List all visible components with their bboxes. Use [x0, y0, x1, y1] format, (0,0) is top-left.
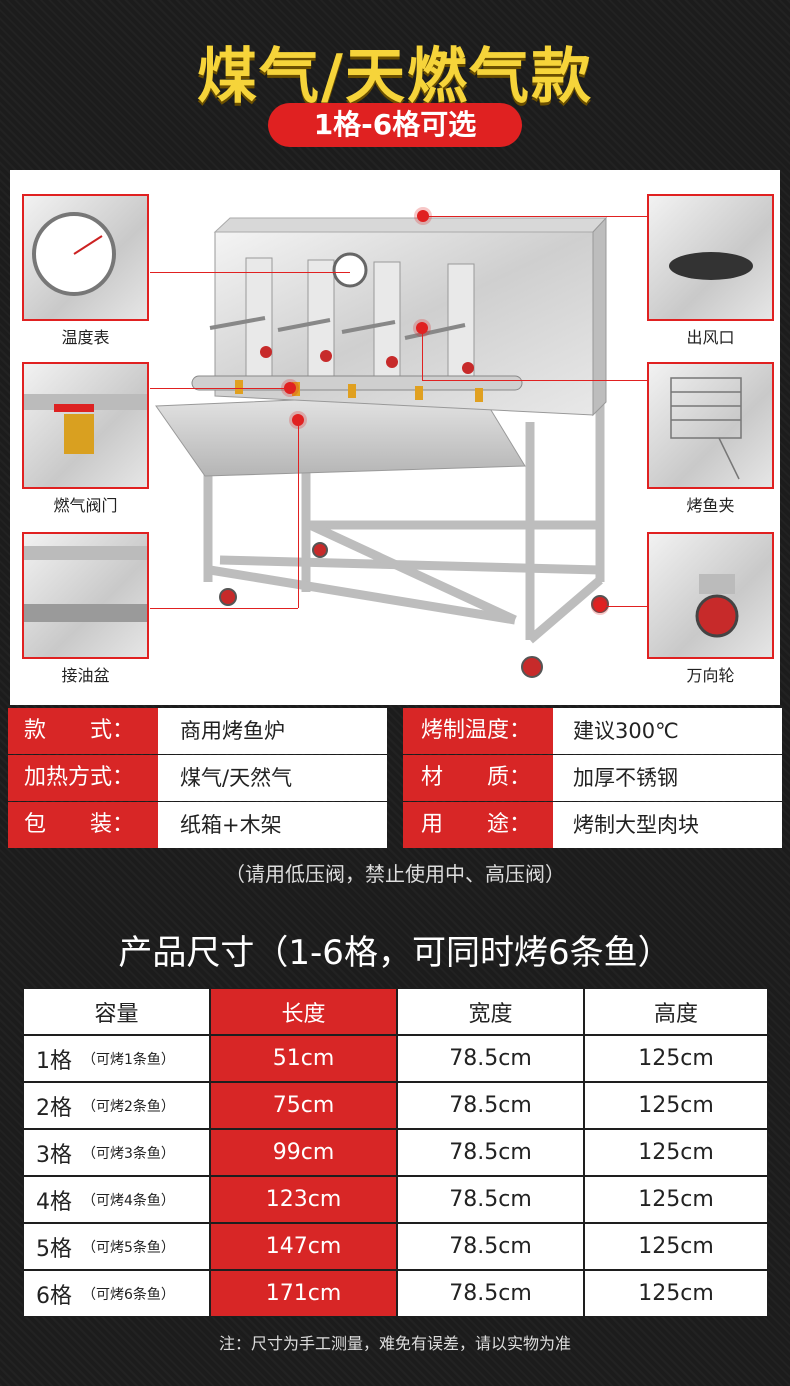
spec-key: 款 式：	[8, 708, 158, 754]
length-cell: 75cm	[210, 1082, 397, 1129]
gas-valve-detail	[22, 362, 149, 489]
header-width: 宽度	[397, 988, 584, 1035]
callout-line-vent	[424, 216, 648, 217]
height-cell: 125cm	[584, 1270, 768, 1317]
product-image-panel: 温度表 出风口 燃气阀门 烤鱼夹 接油盆	[10, 170, 780, 705]
marker-dot	[594, 600, 606, 612]
callout-line-tray	[150, 608, 298, 609]
callout-line-caster	[600, 606, 648, 607]
length-cell: 147cm	[210, 1223, 397, 1270]
header-length: 长度	[210, 988, 397, 1035]
callout-line-thermometer	[150, 272, 350, 273]
capacity-cell: 3格（可烤3条鱼）	[23, 1129, 210, 1176]
spec-value: 商用烤鱼炉	[158, 708, 387, 754]
spec-row: 包 装： 纸箱+木架 用 途： 烤制大型肉块	[8, 802, 782, 848]
spec-key: 材 质：	[403, 755, 553, 801]
marker-dot	[417, 210, 429, 222]
fish-clip-detail	[647, 362, 774, 489]
width-cell: 78.5cm	[397, 1082, 584, 1129]
roaster-illustration	[155, 216, 609, 678]
height-cell: 125cm	[584, 1223, 768, 1270]
height-cell: 125cm	[584, 1082, 768, 1129]
valve-note: （请用低压阀，禁止使用中、高压阀）	[225, 862, 565, 886]
spec-row: 加热方式： 煤气/天然气 材 质： 加厚不锈钢	[8, 755, 782, 801]
marker-dot	[284, 382, 296, 394]
length-cell: 51cm	[210, 1035, 397, 1082]
size-table: 容量 长度 宽度 高度 1格（可烤1条鱼） 51cm 78.5cm 125cm …	[23, 988, 768, 1317]
length-cell: 99cm	[210, 1129, 397, 1176]
table-row: 3格（可烤3条鱼） 99cm 78.5cm 125cm	[23, 1129, 768, 1176]
table-row: 5格（可烤5条鱼） 147cm 78.5cm 125cm	[23, 1223, 768, 1270]
height-cell: 125cm	[584, 1129, 768, 1176]
gas-valve-label: 燃气阀门	[53, 496, 118, 515]
table-row: 2格（可烤2条鱼） 75cm 78.5cm 125cm	[23, 1082, 768, 1129]
page-title: 煤气/天燃气款	[197, 42, 593, 112]
vent-label: 出风口	[686, 328, 735, 347]
capacity-cell: 5格（可烤5条鱼）	[23, 1223, 210, 1270]
callout-line-clip-v	[422, 328, 423, 380]
capacity-cell: 4格（可烤4条鱼）	[23, 1176, 210, 1223]
spec-row: 款 式： 商用烤鱼炉 烤制温度： 建议300℃	[8, 708, 782, 754]
callout-line-valve	[150, 388, 290, 389]
width-cell: 78.5cm	[397, 1129, 584, 1176]
callout-line-clip	[422, 380, 648, 381]
callout-line-tray-v	[298, 420, 299, 608]
width-cell: 78.5cm	[397, 1223, 584, 1270]
spec-key: 烤制温度：	[403, 708, 553, 754]
height-cell: 125cm	[584, 1176, 768, 1223]
width-cell: 78.5cm	[397, 1035, 584, 1082]
thermometer-label: 温度表	[61, 328, 110, 347]
length-cell: 123cm	[210, 1176, 397, 1223]
spec-value: 建议300℃	[553, 708, 782, 754]
marker-dot	[416, 322, 428, 334]
size-heading: 产品尺寸（1-6格，可同时烤6条鱼）	[118, 933, 672, 973]
table-header-row: 容量 长度 宽度 高度	[23, 988, 768, 1035]
spec-key: 用 途：	[403, 802, 553, 848]
table-row: 4格（可烤4条鱼） 123cm 78.5cm 125cm	[23, 1176, 768, 1223]
spec-key: 加热方式：	[8, 755, 158, 801]
fish-clip-label: 烤鱼夹	[686, 496, 735, 515]
table-row: 1格（可烤1条鱼） 51cm 78.5cm 125cm	[23, 1035, 768, 1082]
thermometer-detail	[22, 194, 149, 321]
header-capacity: 容量	[23, 988, 210, 1035]
capacity-cell: 6格（可烤6条鱼）	[23, 1270, 210, 1317]
capacity-cell: 1格（可烤1条鱼）	[23, 1035, 210, 1082]
oil-tray-label: 接油盆	[61, 666, 110, 685]
caster-detail	[647, 532, 774, 659]
spec-key: 包 装：	[8, 802, 158, 848]
marker-dot	[292, 414, 304, 426]
height-cell: 125cm	[584, 1035, 768, 1082]
header-height: 高度	[584, 988, 768, 1035]
oil-tray-detail	[22, 532, 149, 659]
grid-option-badge: 1格-6格可选	[268, 103, 522, 147]
footnote: 注：尺寸为手工测量，难免有误差，请以实物为准	[218, 1334, 571, 1353]
length-cell: 171cm	[210, 1270, 397, 1317]
width-cell: 78.5cm	[397, 1270, 584, 1317]
caster-label: 万向轮	[686, 666, 735, 685]
vent-detail	[647, 194, 774, 321]
spec-value: 烤制大型肉块	[553, 802, 782, 848]
spec-table: 款 式： 商用烤鱼炉 烤制温度： 建议300℃ 加热方式： 煤气/天然气 材 质…	[8, 708, 782, 849]
spec-value: 煤气/天然气	[158, 755, 387, 801]
capacity-cell: 2格（可烤2条鱼）	[23, 1082, 210, 1129]
spec-value: 纸箱+木架	[158, 802, 387, 848]
table-row: 6格（可烤6条鱼） 171cm 78.5cm 125cm	[23, 1270, 768, 1317]
spec-value: 加厚不锈钢	[553, 755, 782, 801]
width-cell: 78.5cm	[397, 1176, 584, 1223]
